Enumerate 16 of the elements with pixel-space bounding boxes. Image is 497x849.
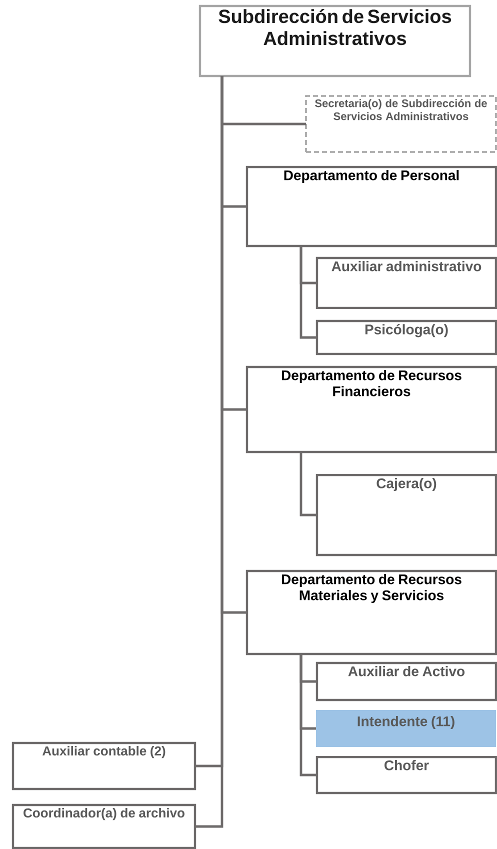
- department-box: Departamento de Recursos Materiales y Servicios: [246, 570, 497, 656]
- position-box: Secretaria(o) de Subdirección de Servicios Administrativos: [305, 95, 497, 153]
- position-box: Auxiliar de Activo: [316, 662, 497, 702]
- position-box: Auxiliar administrativo: [316, 256, 497, 310]
- position-box: Cajera(o): [316, 474, 497, 556]
- department-box: Departamento de Recursos Financieros: [246, 366, 497, 454]
- connector-line: [300, 654, 317, 776]
- position-box: Coordinador(a) de archivo: [12, 804, 196, 849]
- position-box: Intendente (11): [316, 710, 496, 747]
- position-box: Psicóloga(o): [316, 320, 497, 356]
- position-box: Auxiliar contable (2): [12, 742, 196, 790]
- connector-line: [300, 452, 317, 516]
- title-box: Subdirección de Servicios Administrativos: [198, 4, 472, 78]
- position-box: Chofer: [316, 756, 497, 794]
- connector-line: [300, 246, 317, 339]
- department-box: Departamento de Personal: [246, 166, 497, 248]
